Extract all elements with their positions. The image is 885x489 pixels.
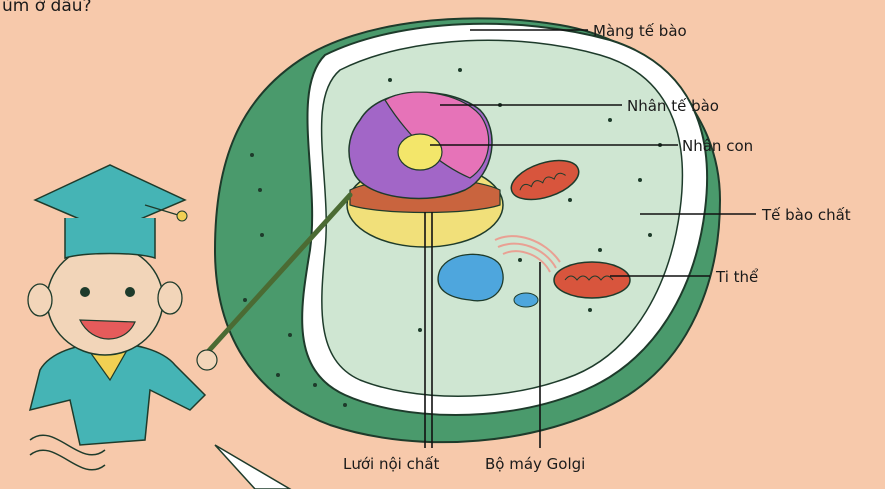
label-cytoplasm: Tế bào chất [761, 206, 851, 224]
nucleolus [398, 134, 442, 170]
label-membrane: Màng tế bào [593, 22, 687, 40]
label-er: Lưới nội chất [343, 455, 440, 473]
label-nucleus: Nhân tế bào [627, 97, 719, 115]
label-nucleolus: Nhân con [682, 137, 753, 155]
label-mitochondria: Ti thể [715, 268, 759, 286]
label-golgi: Bộ máy Golgi [485, 455, 585, 473]
speech-bubble-tail [215, 445, 290, 489]
small-vacuole [514, 293, 538, 307]
vacuole [438, 254, 503, 300]
